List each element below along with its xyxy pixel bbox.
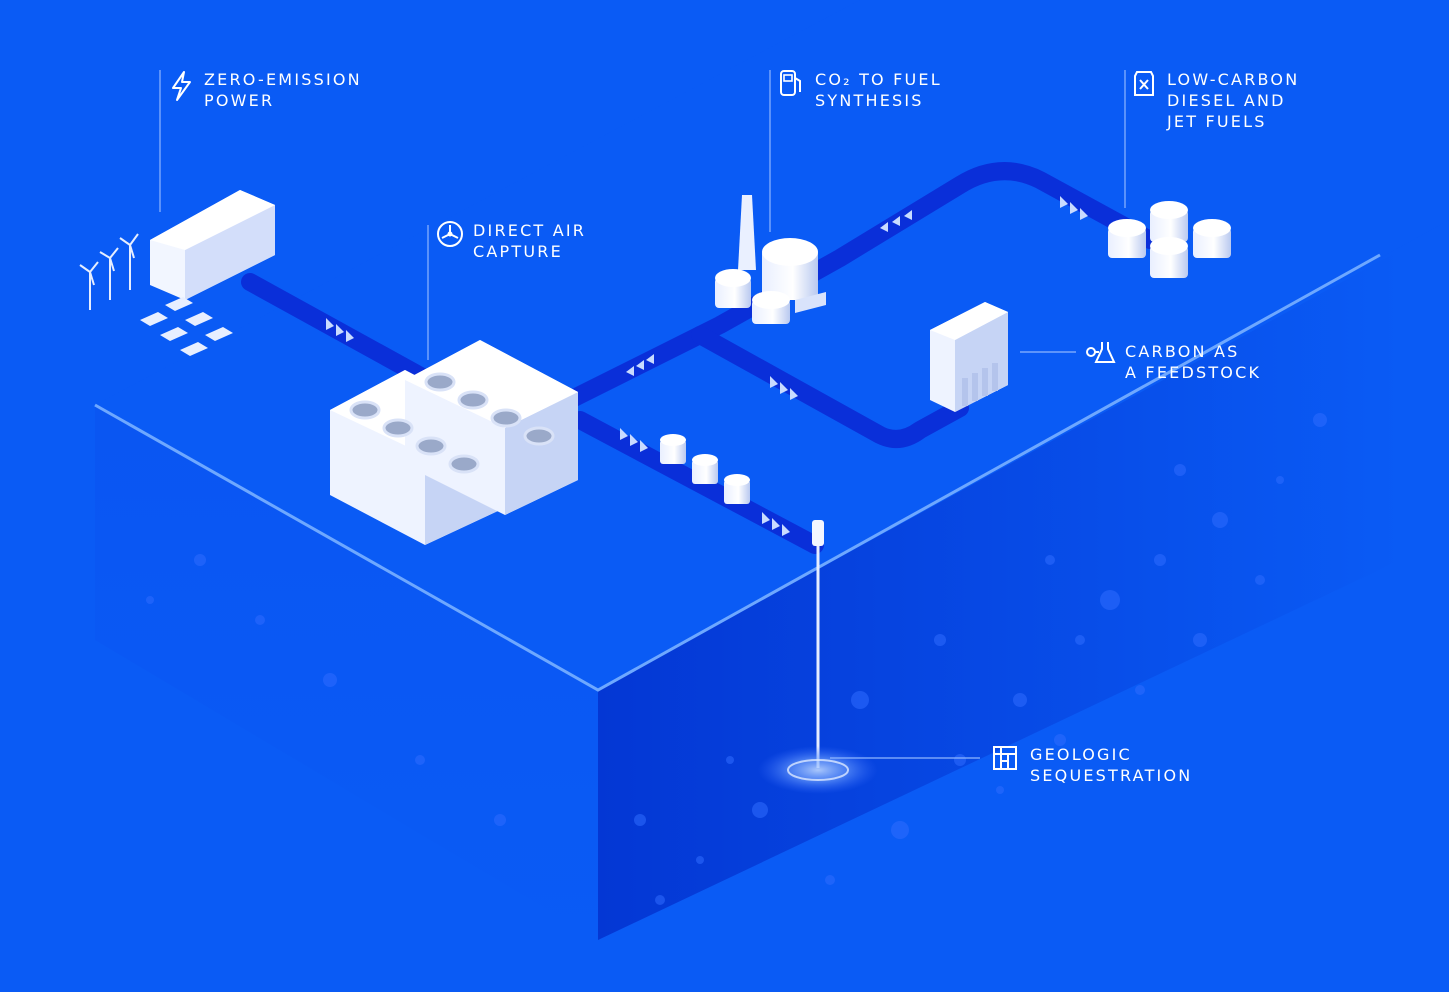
label-carbon-as-feedstock: CARBON AS A FEEDSTOCK — [1125, 341, 1261, 383]
fuel-can-icon — [1131, 68, 1157, 102]
label-low-carbon-fuels: LOW-CARBON DIESEL AND JET FUELS — [1167, 69, 1299, 132]
ground-edge-line — [94, 253, 1381, 692]
label-co2-to-fuel-synthesis: CO₂ TO FUEL SYNTHESIS — [815, 69, 942, 111]
direct-air-capture-units — [330, 340, 578, 545]
feedstock-factory — [930, 302, 1008, 412]
label-zero-emission-power: ZERO-EMISSION POWER — [204, 69, 362, 111]
fuel-pump-icon — [778, 68, 804, 102]
label-feedstock-line2: A FEEDSTOCK — [1125, 363, 1262, 382]
label-power-line2: POWER — [204, 91, 275, 110]
label-capture-line1: DIRECT AIR — [473, 221, 587, 240]
solar-panels — [140, 297, 233, 356]
soil-pores — [146, 413, 1327, 905]
lightning-bolt-icon — [168, 70, 196, 106]
label-sequestration-line1: GEOLOGIC — [1030, 745, 1132, 764]
label-synthesis-line2: SYNTHESIS — [815, 91, 924, 110]
label-fuels-line3: JET FUELS — [1167, 112, 1267, 131]
fuel-tanks — [1108, 201, 1231, 278]
wellhead — [812, 520, 824, 546]
leader-lines — [159, 70, 1126, 759]
label-sequestration-line2: SEQUESTRATION — [1030, 766, 1193, 785]
ground-front-left-face — [95, 405, 598, 940]
fuel-synthesis-plant — [715, 195, 826, 324]
flask-icon — [1084, 338, 1118, 370]
label-geologic-sequestration: GEOLOGIC SEQUESTRATION — [1030, 744, 1192, 786]
label-feedstock-line1: CARBON AS — [1125, 342, 1240, 361]
label-fuels-line2: DIESEL AND — [1167, 91, 1286, 110]
geology-layers-icon — [991, 744, 1019, 776]
fan-icon — [436, 220, 464, 252]
sequestration-glow — [758, 746, 878, 794]
wind-turbines — [79, 233, 139, 310]
label-fuels-line1: LOW-CARBON — [1167, 70, 1300, 89]
label-direct-air-capture: DIRECT AIR CAPTURE — [473, 220, 586, 262]
label-capture-line2: CAPTURE — [473, 242, 563, 261]
label-power-line1: ZERO-EMISSION — [204, 70, 362, 89]
flow-arrows — [326, 196, 1088, 536]
power-station — [150, 190, 275, 300]
storage-drums — [660, 434, 750, 504]
label-synthesis-line1: CO₂ TO FUEL — [815, 70, 942, 89]
